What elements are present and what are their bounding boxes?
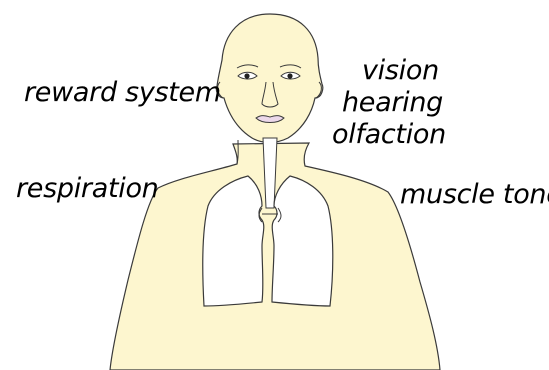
- head-shape: [216, 14, 322, 143]
- label-muscle-tone: muscle tone: [400, 180, 549, 210]
- label-respiration: respiration: [16, 174, 158, 204]
- label-hearing: hearing: [342, 88, 443, 118]
- label-reward-system: reward system: [24, 78, 221, 108]
- label-vision: vision: [362, 56, 439, 86]
- label-olfaction: olfaction: [332, 120, 446, 150]
